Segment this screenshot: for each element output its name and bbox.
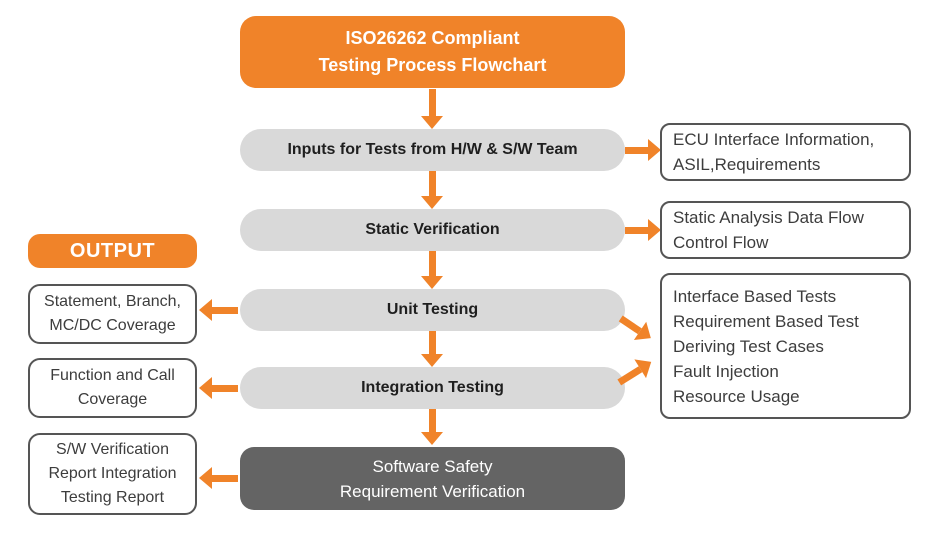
arrow-head (199, 299, 212, 321)
arrow-stem (428, 251, 436, 276)
step-unit-testing: Unit Testing (240, 289, 625, 331)
arrow-static-to-unit (421, 251, 443, 289)
output-reports-line-3: Testing Report (60, 489, 165, 506)
step-unit-testing-label: Unit Testing (386, 301, 479, 318)
step-static-verification-label: Static Verification (365, 221, 500, 238)
arrow-head (421, 116, 443, 129)
output-integration-coverage: Function and Call Coverage (28, 358, 197, 418)
title-box: ISO26262 Compliant Testing Process Flowc… (240, 16, 625, 88)
arrow-head (199, 467, 212, 489)
arrow-title-to-inputs (421, 89, 443, 129)
output-unit-coverage-line-2: MC/DC Coverage (49, 317, 176, 334)
output-integration-coverage-line-1: Function and Call (50, 367, 175, 384)
title-line-2: Testing Process Flowchart (318, 55, 547, 75)
arrow-stem (212, 474, 238, 482)
arrow-head (421, 196, 443, 209)
note-test-methods-line-1: Interface Based Tests (673, 286, 837, 306)
arrow-head (648, 139, 661, 161)
note-static-analysis-line-2: Control Flow (673, 233, 769, 252)
arrow-integration-to-coverage (199, 377, 238, 399)
arrow-integration-to-software (421, 409, 443, 445)
step-integration-testing: Integration Testing (240, 367, 625, 409)
step-inputs-label: Inputs for Tests from H/W & S/W Team (287, 141, 578, 158)
arrow-unit-to-coverage (199, 299, 238, 321)
arrow-head (421, 276, 443, 289)
arrow-stem (212, 384, 238, 392)
note-static-analysis: Static Analysis Data Flow Control Flow (660, 201, 911, 259)
step-software-safety-line-1: Software Safety (372, 456, 493, 476)
arrow-stem (617, 365, 643, 385)
step-software-safety: Software Safety Requirement Verification (240, 447, 625, 510)
arrow-inputs-to-ecu (625, 139, 661, 161)
output-label: OUTPUT (28, 234, 197, 268)
arrow-stem (212, 306, 238, 314)
step-integration-testing-label: Integration Testing (361, 379, 504, 396)
step-static-verification: Static Verification (240, 209, 625, 251)
output-label-text: OUTPUT (69, 239, 156, 262)
arrow-stem (625, 146, 648, 154)
arrow-static-to-analysis (625, 219, 661, 241)
arrow-stem (428, 171, 436, 196)
arrow-head (199, 377, 212, 399)
arrow-head (421, 432, 443, 445)
output-unit-coverage: Statement, Branch, MC/DC Coverage (28, 284, 197, 344)
note-static-analysis-line-1: Static Analysis Data Flow (673, 208, 864, 227)
note-ecu-line-2: ASIL,Requirements (673, 155, 821, 174)
output-reports: S/W Verification Report Integration Test… (28, 433, 197, 515)
output-reports-line-1: S/W Verification (56, 441, 169, 458)
note-ecu-line-1: ECU Interface Information, (673, 130, 875, 149)
step-inputs: Inputs for Tests from H/W & S/W Team (240, 129, 625, 171)
arrow-head (421, 354, 443, 367)
output-reports-line-2: Report Integration (48, 465, 177, 482)
output-unit-coverage-line-1: Statement, Branch, (44, 293, 181, 310)
arrow-stem (428, 409, 436, 432)
output-integration-coverage-line-2: Coverage (77, 391, 148, 408)
note-ecu: ECU Interface Information, ASIL,Requirem… (660, 123, 911, 181)
note-test-methods-line-2: Requirement Based Test (673, 311, 859, 331)
arrow-inputs-to-static (421, 171, 443, 209)
note-test-methods-line-4: Fault Injection (673, 361, 779, 381)
title-line-1: ISO26262 Compliant (345, 28, 520, 48)
note-test-methods-line-5: Resource Usage (673, 386, 800, 406)
note-test-methods: Interface Based Tests Requirement Based … (660, 273, 911, 419)
arrow-head (648, 219, 661, 241)
note-test-methods-line-3: Deriving Test Cases (673, 336, 824, 356)
arrow-unit-to-integration (421, 331, 443, 367)
arrow-stem (428, 331, 436, 354)
arrow-stem (428, 89, 436, 116)
arrow-stem (625, 226, 648, 234)
arrow-software-to-reports (199, 467, 238, 489)
step-software-safety-line-2: Requirement Verification (339, 481, 526, 501)
